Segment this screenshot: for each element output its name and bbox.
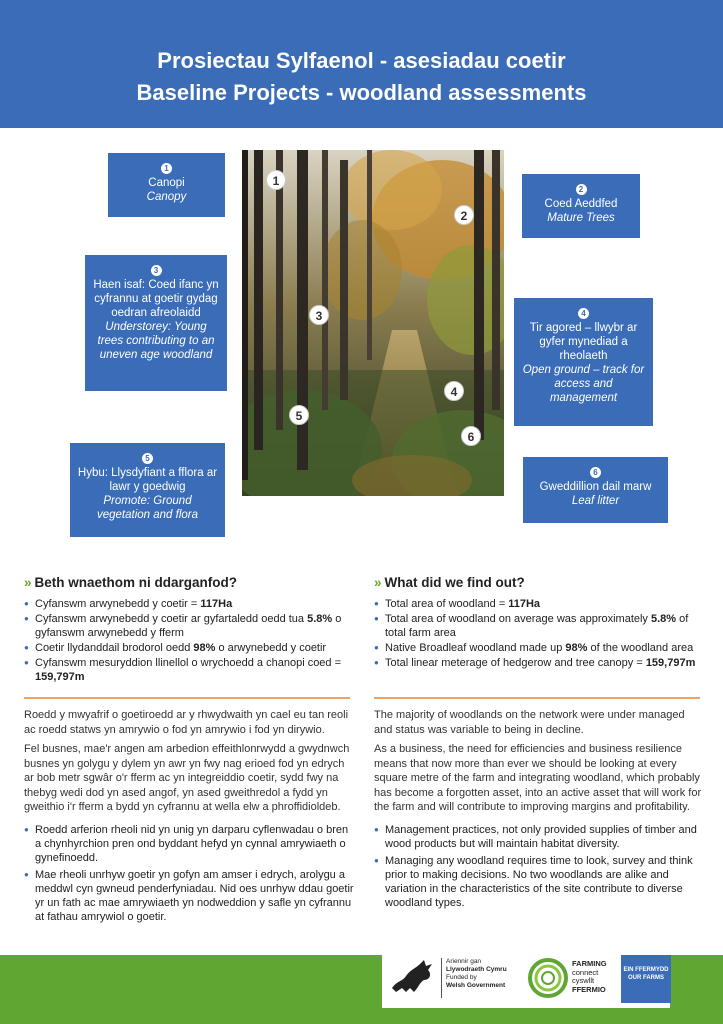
- list-item: Total area of woodland on average was ap…: [374, 612, 704, 640]
- farming-connect-logo: [527, 957, 569, 1004]
- photo-marker-5: 5: [289, 405, 309, 425]
- callout-welsh: Canopi: [148, 177, 185, 189]
- header-banner: Prosiectau Sylfaenol - asesiadau coetir …: [0, 0, 723, 128]
- callout-leaf-litter: 6 Gweddillion dail marw Leaf litter: [523, 457, 668, 523]
- logo-divider: [441, 958, 442, 998]
- title-welsh: Prosiectau Sylfaenol - asesiadau coetir: [157, 48, 566, 73]
- callout-english: Mature Trees: [547, 212, 615, 224]
- photo-marker-2: 2: [454, 205, 474, 225]
- callout-canopy: 1 Canopi Canopy: [108, 153, 225, 217]
- body-list-welsh: Roedd arferion rheoli nid yn unig yn dar…: [24, 823, 354, 925]
- callout-number: 5: [142, 453, 153, 464]
- list-item: Management practices, not only provided …: [374, 823, 704, 851]
- photo-marker-4: 4: [444, 381, 464, 401]
- list-item: Total area of woodland = 117Ha: [374, 597, 704, 611]
- divider: [24, 697, 350, 699]
- body-paragraph-english-1: The majority of woodlands on the network…: [374, 709, 685, 736]
- callout-number: 6: [590, 467, 601, 478]
- body-paragraph-english-2: As a business, the need for efficiencies…: [374, 743, 702, 813]
- farming-connect-text: FARMING connect cyswllt FFERMIO: [572, 959, 607, 994]
- list-item: Native Broadleaf woodland made up 98% of…: [374, 641, 704, 655]
- divider: [374, 697, 700, 699]
- list-item: Cyfanswm arwynebedd y coetir ar gyfartal…: [24, 612, 354, 640]
- callout-open-ground: 4 Tir agored – llwybr ar gyfer mynediad …: [514, 298, 653, 426]
- findings-heading-english: »What did we find out?: [374, 575, 525, 590]
- body-paragraph-welsh-1: Roedd y mwyafrif o goetiroedd ar y rhwyd…: [24, 709, 349, 736]
- callout-welsh: Hybu: Llysdyfiant a fflora ar lawr y goe…: [77, 467, 218, 493]
- photo-marker-1: 1: [266, 170, 286, 190]
- photo-marker-6: 6: [461, 426, 481, 446]
- callout-understorey: 3 Haen isaf: Coed ifanc yn cyfrannu at g…: [85, 255, 227, 391]
- callout-welsh: Haen isaf: Coed ifanc yn cyfrannu at goe…: [93, 279, 219, 319]
- list-item: Cyfanswm arwynebedd y coetir = 117Ha: [24, 597, 354, 611]
- body-list-english: Management practices, not only provided …: [374, 823, 704, 911]
- title-english: Baseline Projects - woodland assessments: [136, 80, 587, 105]
- callout-mature-trees: 2 Coed Aeddfed Mature Trees: [522, 174, 640, 238]
- callout-number: 4: [578, 308, 589, 319]
- callout-english: Canopy: [146, 191, 187, 203]
- photo-marker-3: 3: [309, 305, 329, 325]
- body-paragraph-welsh-2: Fel busnes, mae'r angen am arbedion effe…: [24, 743, 350, 813]
- callout-number: 2: [575, 184, 587, 195]
- list-item: Mae rheoli unrhyw goetir yn gofyn am ams…: [24, 868, 354, 924]
- callout-english: Open ground – track for access and manag…: [522, 364, 645, 404]
- findings-heading-welsh: »Beth wnaethom ni ddarganfod?: [24, 575, 238, 590]
- list-item: Cyfanswm mesuryddion llinellol o wrychoe…: [24, 656, 354, 684]
- callout-number: 1: [161, 163, 172, 174]
- chevron-right-icon: »: [24, 575, 32, 590]
- callout-english: Promote: Ground vegetation and flora: [96, 495, 199, 521]
- our-farms-badge: EIN FFERMYDD OUR FARMS: [621, 955, 671, 1003]
- list-item: Coetir llydanddail brodorol oedd 98% o a…: [24, 641, 354, 655]
- callout-welsh: Gweddillion dail marw: [539, 481, 652, 493]
- callout-english: Understorey: Young trees contributing to…: [97, 321, 215, 361]
- callout-ground-vegetation: 5 Hybu: Llysdyfiant a fflora ar lawr y g…: [70, 443, 225, 537]
- callout-welsh: Tir agored – llwybr ar gyfer mynediad a …: [529, 322, 638, 362]
- callout-english: Leaf litter: [571, 495, 620, 507]
- list-item: Total linear meterage of hedgerow and tr…: [374, 656, 704, 670]
- chevron-right-icon: »: [374, 575, 382, 590]
- callout-number: 3: [150, 265, 162, 276]
- callout-welsh: Coed Aeddfed: [544, 198, 618, 210]
- findings-list-english: Total area of woodland = 117Ha Total are…: [374, 597, 704, 671]
- list-item: Managing any woodland requires time to l…: [374, 854, 704, 910]
- findings-list-welsh: Cyfanswm arwynebedd y coetir = 117Ha Cyf…: [24, 597, 354, 685]
- list-item: Roedd arferion rheoli nid yn unig yn dar…: [24, 823, 354, 865]
- welsh-government-dragon-logo: [388, 958, 438, 1001]
- funding-text: Ariennir gan Llywodraeth Cymru Funded by…: [446, 958, 507, 989]
